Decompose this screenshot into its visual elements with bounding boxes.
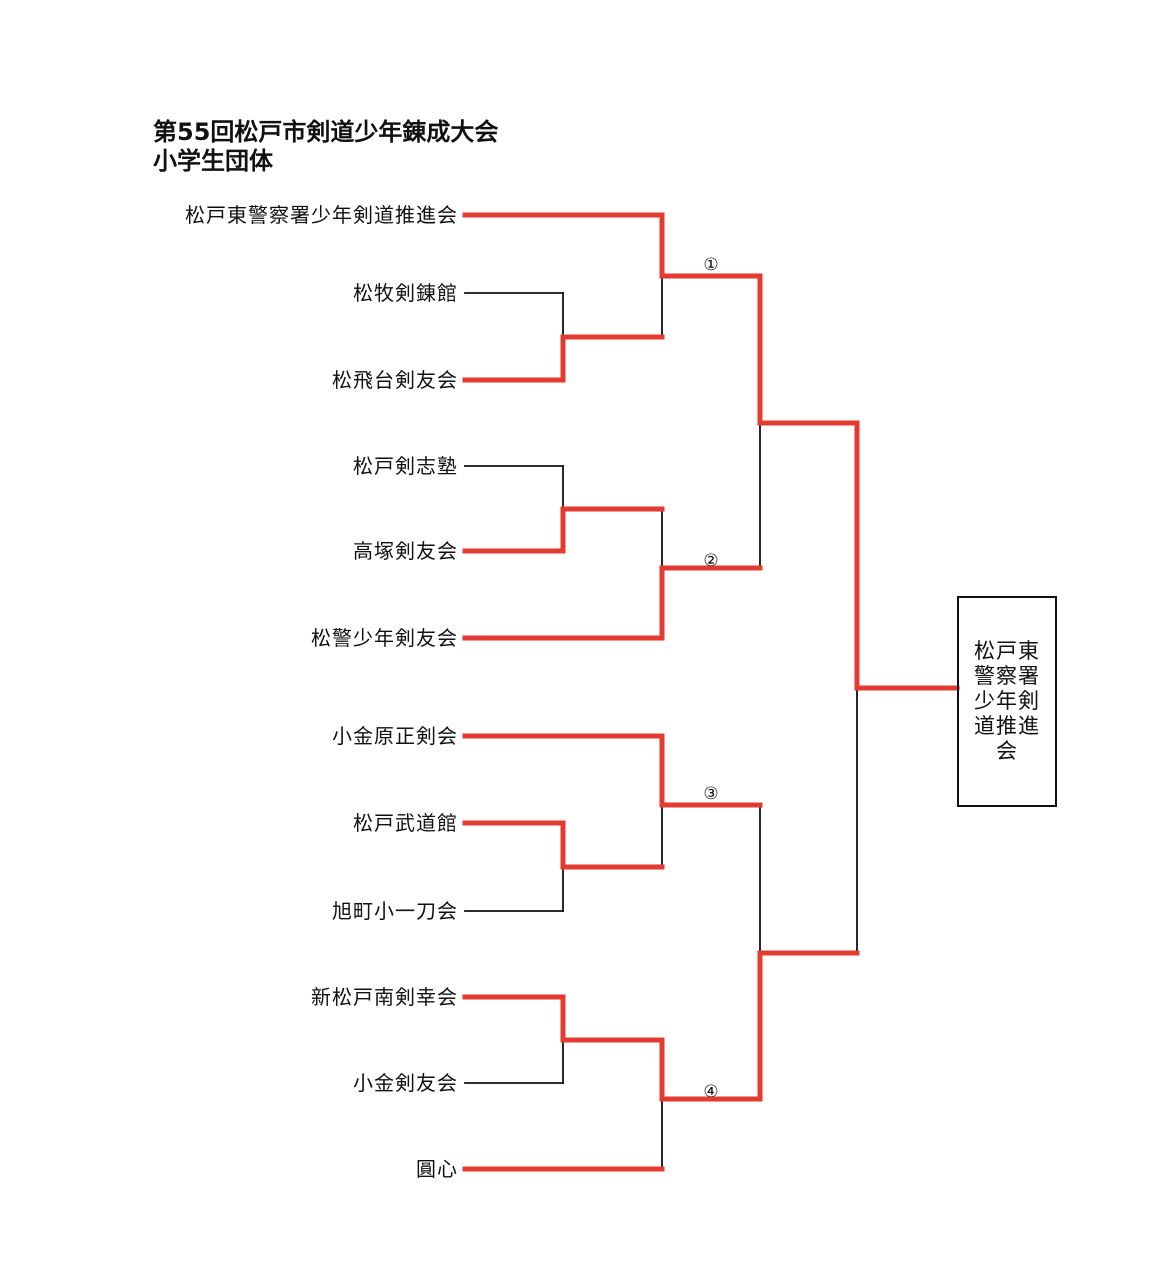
- team-label: 松戸剣志塾: [353, 454, 458, 478]
- winner-box: 松戸東警察署少年剣道推進会: [957, 596, 1057, 807]
- team-label: 高塚剣友会: [353, 539, 458, 563]
- team-label: 圓心: [416, 1157, 458, 1181]
- team-label: 小金剣友会: [353, 1071, 458, 1095]
- tournament-category: 小学生団体: [153, 147, 273, 175]
- team-label: 松戸武道館: [353, 811, 458, 835]
- match-label-3: ③: [703, 784, 719, 804]
- match-label-1: ①: [703, 255, 719, 275]
- team-label: 小金原正剣会: [332, 724, 458, 748]
- team-label: 松牧剣錬館: [353, 281, 458, 305]
- team-label: 新松戸南剣幸会: [311, 985, 458, 1009]
- team-label: 松警少年剣友会: [311, 626, 458, 650]
- match-label-2: ②: [703, 551, 719, 571]
- team-label: 松戸東警察署少年剣道推進会: [185, 203, 458, 227]
- winner-name: 松戸東警察署少年剣道推進会: [974, 639, 1040, 763]
- tournament-title: 第55回松戸市剣道少年錬成大会: [153, 118, 499, 146]
- match-label-4: ④: [703, 1082, 719, 1102]
- team-label: 旭町小一刀会: [332, 899, 458, 923]
- team-label: 松飛台剣友会: [332, 368, 458, 392]
